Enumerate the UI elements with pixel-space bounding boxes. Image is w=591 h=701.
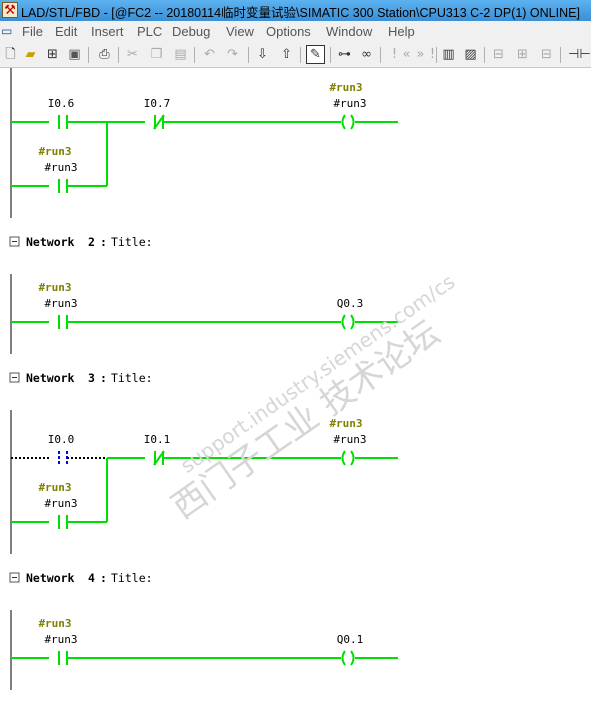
coil-run3-right-arc[interactable] [350,114,355,130]
contact-run3-symbol: #run3 [38,281,71,294]
accessible-nodes-icon[interactable]: ⊞ [47,47,58,62]
contact-run3-parallel-address: #run3 [44,497,77,510]
network-4-title: Title: [111,571,153,585]
step-over-icon[interactable]: » [416,47,425,62]
contact-run3-parallel-symbol: #run3 [38,145,71,158]
network-3-label: Network [26,371,75,385]
contact-run3-parallel-address: #run3 [44,161,77,174]
contact-run3-symbol: #run3 [38,617,71,630]
toolbar: 🗋 ▰ ⊞ ▣ ⎙ ✂ ❐ ▤ ↶ ↷ ⇩ ⇧ ✎ ⊶ ∞ ! « » ! ▥ … [0,42,591,68]
step-icon[interactable]: « [402,47,411,62]
separator [560,47,561,63]
title-bar: ⚒ LAD/STL/FBD - [@FC2 -- 20180114临时变量试验\… [0,0,591,21]
window-title: LAD/STL/FBD - [@FC2 -- 20180114临时变量试验\SI… [21,6,580,20]
contact-i0-6-address: I0.6 [48,97,75,110]
network-insert-icon[interactable]: ⊟ [493,47,504,62]
menu-window[interactable]: Window [326,24,373,39]
separator [436,47,437,63]
separator [118,47,119,63]
open-icon[interactable]: ▰ [25,47,36,62]
coil-q0-1-address: Q0.1 [337,633,364,646]
network-3-title: Title: [111,371,153,385]
network-2-title: Title: [111,235,153,249]
separator [248,47,249,63]
contact-i0-1-address: I0.1 [144,433,171,446]
contact-i0-7-address: I0.7 [144,97,171,110]
separator [484,47,485,63]
coil-run3-address: #run3 [333,97,366,110]
contact-i0-1-nc-slash [153,450,165,466]
coil-q0-3-left-arc[interactable] [341,314,346,330]
contact-run3-parallel-symbol: #run3 [38,481,71,494]
coil-run3-address: #run3 [333,433,366,446]
undo-icon[interactable]: ↶ [204,47,215,62]
contact-run3-address: #run3 [44,297,77,310]
network-2-number: 2 [88,235,95,249]
contact-icon[interactable]: ⊞ [517,47,528,62]
coil-q0-3-right-arc[interactable] [350,314,355,330]
coil-run3-left-arc[interactable] [341,114,346,130]
coil-icon[interactable]: ⊟ [541,47,552,62]
coil-run3-symbol: #run3 [329,417,362,430]
network-3-colon: : [100,371,107,385]
network-2-colon: : [100,235,107,249]
network-3-number: 3 [88,371,95,385]
coil-q0-1-left-arc[interactable] [341,650,346,666]
coil-run3-right-arc[interactable] [350,450,355,466]
resume-icon[interactable]: ! [429,47,436,62]
menu-insert[interactable]: Insert [91,24,124,39]
coil-run3-symbol: #run3 [329,81,362,94]
separator [380,47,381,63]
cut-icon[interactable]: ✂ [127,47,138,62]
breakpoint-icon[interactable]: ! [391,47,398,62]
network-2-label: Network [26,235,75,249]
menu-plc[interactable]: PLC [137,24,163,39]
separator [88,47,89,63]
separator [330,47,331,63]
network-4-colon: : [100,571,107,585]
coil-run3-left-arc[interactable] [341,450,346,466]
menu-help[interactable]: Help [388,24,415,39]
menu-bar: ▭ File Edit Insert PLC Debug View Option… [0,21,591,42]
modify-icon[interactable]: ⊶ [338,47,351,62]
menu-debug[interactable]: Debug [172,24,211,39]
menu-options[interactable]: Options [266,24,311,39]
overview-icon[interactable]: ▥ [442,47,455,62]
coil-q0-3-address: Q0.3 [337,297,364,310]
coil-q0-1-right-arc[interactable] [350,650,355,666]
network-4-number: 4 [88,571,95,585]
contact-i0-7-nc-slash [153,114,165,130]
document-window-icon[interactable]: ▭ [1,24,13,38]
copy-icon[interactable]: ❐ [150,47,163,62]
details-icon[interactable]: ▨ [464,47,477,62]
separator [194,47,195,63]
redo-icon[interactable]: ↷ [227,47,238,62]
separator [300,47,301,63]
ladder-app-icon[interactable]: ⚒ [2,2,18,18]
branch-icon[interactable]: ⊣⊢ [568,47,591,62]
menu-edit[interactable]: Edit [55,24,78,39]
contact-run3-address: #run3 [44,633,77,646]
print-icon[interactable]: ⎙ [99,47,110,62]
upload-icon[interactable]: ⇧ [281,47,292,62]
menu-file[interactable]: File [22,24,43,39]
download-icon[interactable]: ⇩ [257,47,268,62]
network-4-label: Network [26,571,75,585]
contact-i0-0-address: I0.0 [48,433,75,446]
menu-view[interactable]: View [226,24,254,39]
new-icon[interactable]: 🗋 [5,47,16,62]
paste-icon[interactable]: ▤ [174,47,187,62]
monitor-glasses-icon[interactable]: ∞ [361,47,372,62]
save-icon[interactable]: ▣ [68,47,81,62]
monitor-icon[interactable]: ✎ [306,45,325,64]
